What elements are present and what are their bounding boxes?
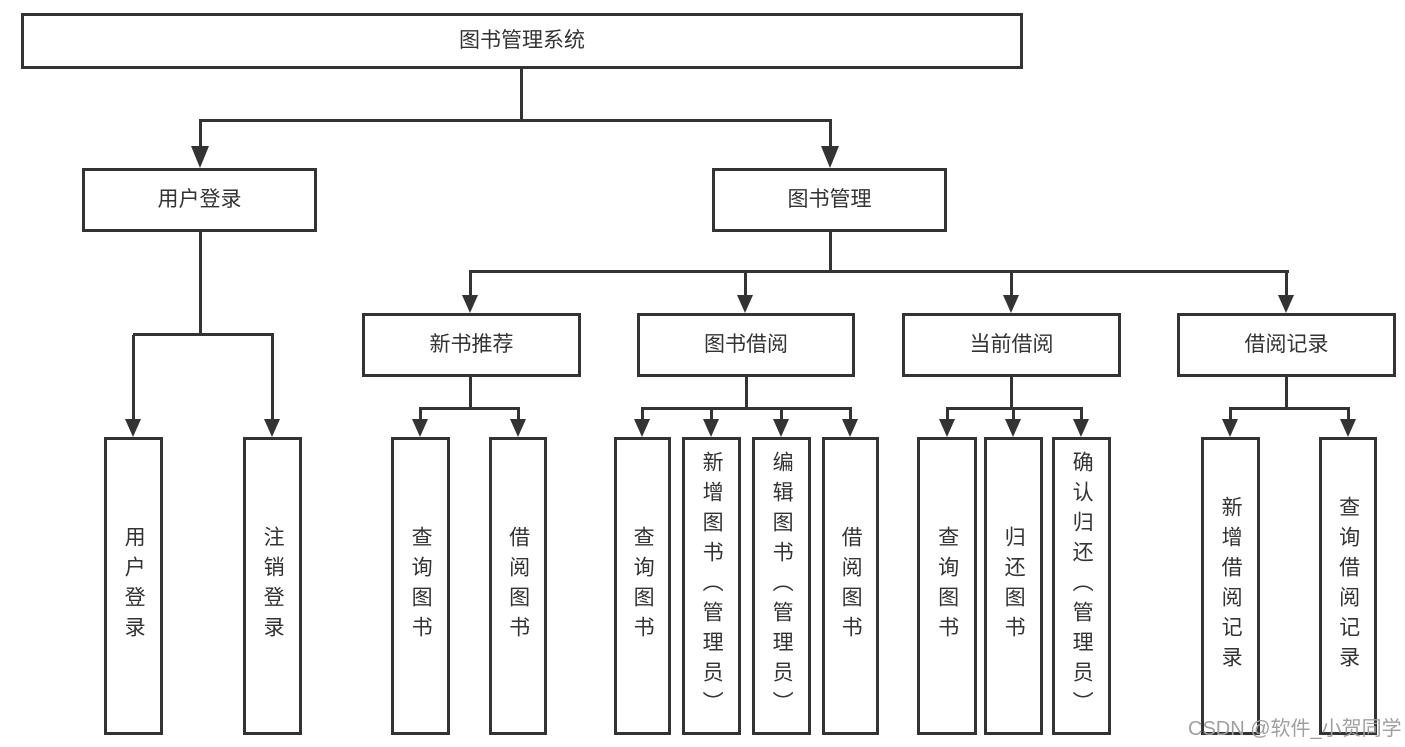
node-user-login: 用户登录 [82,168,317,232]
connector-line [1347,409,1350,421]
node-borrow-records: 借阅记录 [1177,313,1396,377]
node-leaf-borrow-borrow-book-label: 借阅图书 [839,526,863,646]
node-leaf-current-query-book-label: 查询图书 [935,526,959,646]
connector-line [744,272,747,297]
connector-line [641,407,852,410]
connector-line [199,121,202,148]
connector-arrowhead [1073,419,1089,437]
node-leaf-recommend-query-book: 查询图书 [391,437,450,735]
connector-arrowhead [125,419,141,437]
connector-line [641,409,644,421]
node-new-book-recommend-label: 新书推荐 [429,333,514,357]
node-leaf-current-return-book: 归还图书 [984,437,1043,735]
node-book-borrow-label: 图书借阅 [704,333,788,357]
connector-arrowhead [1005,419,1021,437]
connector-line [849,409,852,421]
node-book-management-label: 图书管理 [787,188,872,212]
connector-line [829,232,832,273]
connector-arrowhead [703,419,719,437]
connector-line [1229,409,1232,421]
connector-line [1010,272,1013,297]
connector-arrowhead [1003,295,1019,313]
connector-arrowhead [737,295,753,313]
node-leaf-borrow-add-book: 新增图书（管理员） [682,437,741,735]
connector-line [780,409,783,421]
node-leaf-borrow-query-book: 查询图书 [614,437,671,735]
node-leaf-logout: 注销登录 [243,437,302,735]
connector-arrowhead [842,419,858,437]
node-leaf-recommend-query-book-label: 查询图书 [409,526,433,646]
connector-arrowhead [264,419,280,437]
node-current-borrow: 当前借阅 [902,313,1121,377]
node-leaf-logout-label: 注销登录 [261,526,285,646]
node-leaf-records-query-record: 查询借阅记录 [1319,437,1377,735]
connector-arrowhead [191,146,209,168]
node-leaf-borrow-query-book-label: 查询图书 [631,526,655,646]
node-leaf-user-login: 用户登录 [104,437,163,735]
node-book-borrow: 图书借阅 [637,313,855,377]
connector-line [1229,407,1350,410]
connector-arrowhead [773,419,789,437]
connector-line [133,333,274,336]
node-leaf-records-add-record-label: 新增借阅记录 [1219,496,1243,676]
connector-arrowhead [1278,295,1294,313]
node-leaf-borrow-edit-book: 编辑图书（管理员） [752,437,811,735]
connector-arrowhead [634,419,650,437]
node-book-management: 图书管理 [712,168,947,232]
connector-line [199,232,202,336]
csdn-watermark: CSDN @软件_小贺同学 [1188,718,1402,740]
connector-line [1285,377,1288,410]
node-leaf-recommend-borrow-book: 借阅图书 [489,437,547,735]
connector-arrowhead [510,419,526,437]
node-leaf-recommend-borrow-book-label: 借阅图书 [506,526,530,646]
connector-line [946,409,949,421]
connector-line [199,119,832,122]
connector-line [829,121,832,148]
connector-line [469,377,472,410]
connector-arrowhead [1222,419,1238,437]
node-leaf-borrow-borrow-book: 借阅图书 [822,437,879,735]
connector-line [419,407,520,410]
node-user-login-label: 用户登录 [157,188,242,212]
connector-line [419,409,422,421]
connector-line [469,270,1289,273]
node-leaf-current-confirm-return-label: 确认归还（管理员） [1070,451,1094,721]
node-leaf-user-login-label: 用户登录 [122,526,146,646]
connector-arrowhead [1340,419,1356,437]
node-leaf-records-add-record: 新增借阅记录 [1201,437,1260,735]
connector-line [1012,409,1015,421]
connector-line [710,409,713,421]
connector-line [271,335,274,421]
node-leaf-borrow-edit-book-label: 编辑图书（管理员） [770,451,794,721]
connector-line [745,377,748,410]
connector-line [520,69,523,122]
connector-arrowhead [939,419,955,437]
node-current-borrow-label: 当前借阅 [969,333,1054,357]
connector-line [132,335,135,421]
connector-line [1285,272,1288,297]
connector-line [469,272,472,297]
connector-line [1010,377,1013,410]
connector-arrowhead [412,419,428,437]
connector-arrowhead [821,146,839,168]
node-leaf-current-query-book: 查询图书 [917,437,977,735]
connector-line [1080,409,1083,421]
connector-arrowhead [462,295,478,313]
node-root: 图书管理系统 [21,13,1023,69]
node-borrow-records-label: 借阅记录 [1244,333,1329,357]
connector-line [517,409,520,421]
node-new-book-recommend: 新书推荐 [362,313,581,377]
node-leaf-current-confirm-return: 确认归还（管理员） [1052,437,1111,735]
connector-line [946,407,1083,410]
node-leaf-records-query-record-label: 查询借阅记录 [1336,496,1360,676]
node-leaf-current-return-book-label: 归还图书 [1002,526,1026,646]
node-leaf-borrow-add-book-label: 新增图书（管理员） [700,451,724,721]
node-root-label: 图书管理系统 [459,29,585,53]
